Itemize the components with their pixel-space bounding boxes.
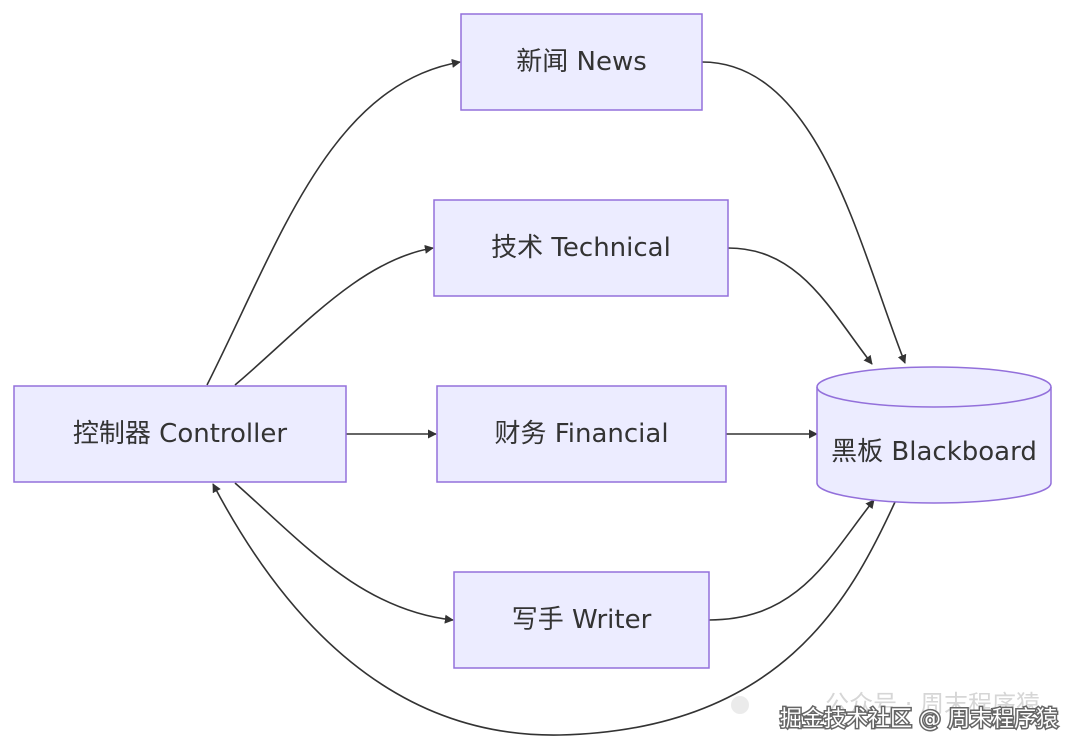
edge-controller-writer bbox=[234, 482, 454, 624]
edges bbox=[206, 58, 907, 736]
node-writer: 写手 Writer bbox=[453, 571, 710, 669]
node-financial-label: 财务 Financial bbox=[494, 419, 668, 449]
node-technical: 技术 Technical bbox=[433, 199, 729, 297]
watermark: 公众号 · 周末程序猿 掘金技术社区 @ 周末程序猿 bbox=[731, 690, 1060, 734]
watermark-faint-text: 公众号 · 周末程序猿 bbox=[825, 690, 1040, 718]
node-blackboard: 黑板 Blackboard bbox=[816, 366, 1052, 504]
node-financial: 财务 Financial bbox=[436, 385, 727, 483]
node-news-label: 新闻 News bbox=[516, 47, 647, 77]
node-blackboard-cylinder bbox=[816, 366, 1052, 504]
node-blackboard-label: 黑板 Blackboard bbox=[831, 437, 1037, 467]
node-news: 新闻 News bbox=[460, 13, 703, 111]
node-blackboard-cylinder-top bbox=[816, 386, 1052, 408]
edge-technical-blackboard bbox=[727, 247, 873, 365]
edge-controller-technical bbox=[234, 244, 434, 386]
node-controller-label: 控制器 Controller bbox=[73, 419, 287, 449]
edge-controller-news bbox=[206, 58, 461, 386]
node-news-box bbox=[460, 13, 703, 111]
watermark-main-text: 掘金技术社区 @ 周末程序猿 bbox=[780, 707, 1058, 732]
edge-news-blackboard bbox=[701, 61, 907, 364]
node-technical-box bbox=[433, 199, 729, 297]
wechat-icon bbox=[731, 696, 749, 714]
node-financial-box bbox=[436, 385, 727, 483]
node-writer-box bbox=[453, 571, 710, 669]
node-controller: 控制器 Controller bbox=[13, 385, 347, 483]
node-technical-label: 技术 Technical bbox=[491, 233, 671, 263]
node-controller-box bbox=[13, 385, 347, 483]
edge-blackboard-controller bbox=[212, 483, 896, 736]
node-writer-label: 写手 Writer bbox=[512, 605, 652, 635]
edge-writer-blackboard bbox=[708, 499, 875, 621]
